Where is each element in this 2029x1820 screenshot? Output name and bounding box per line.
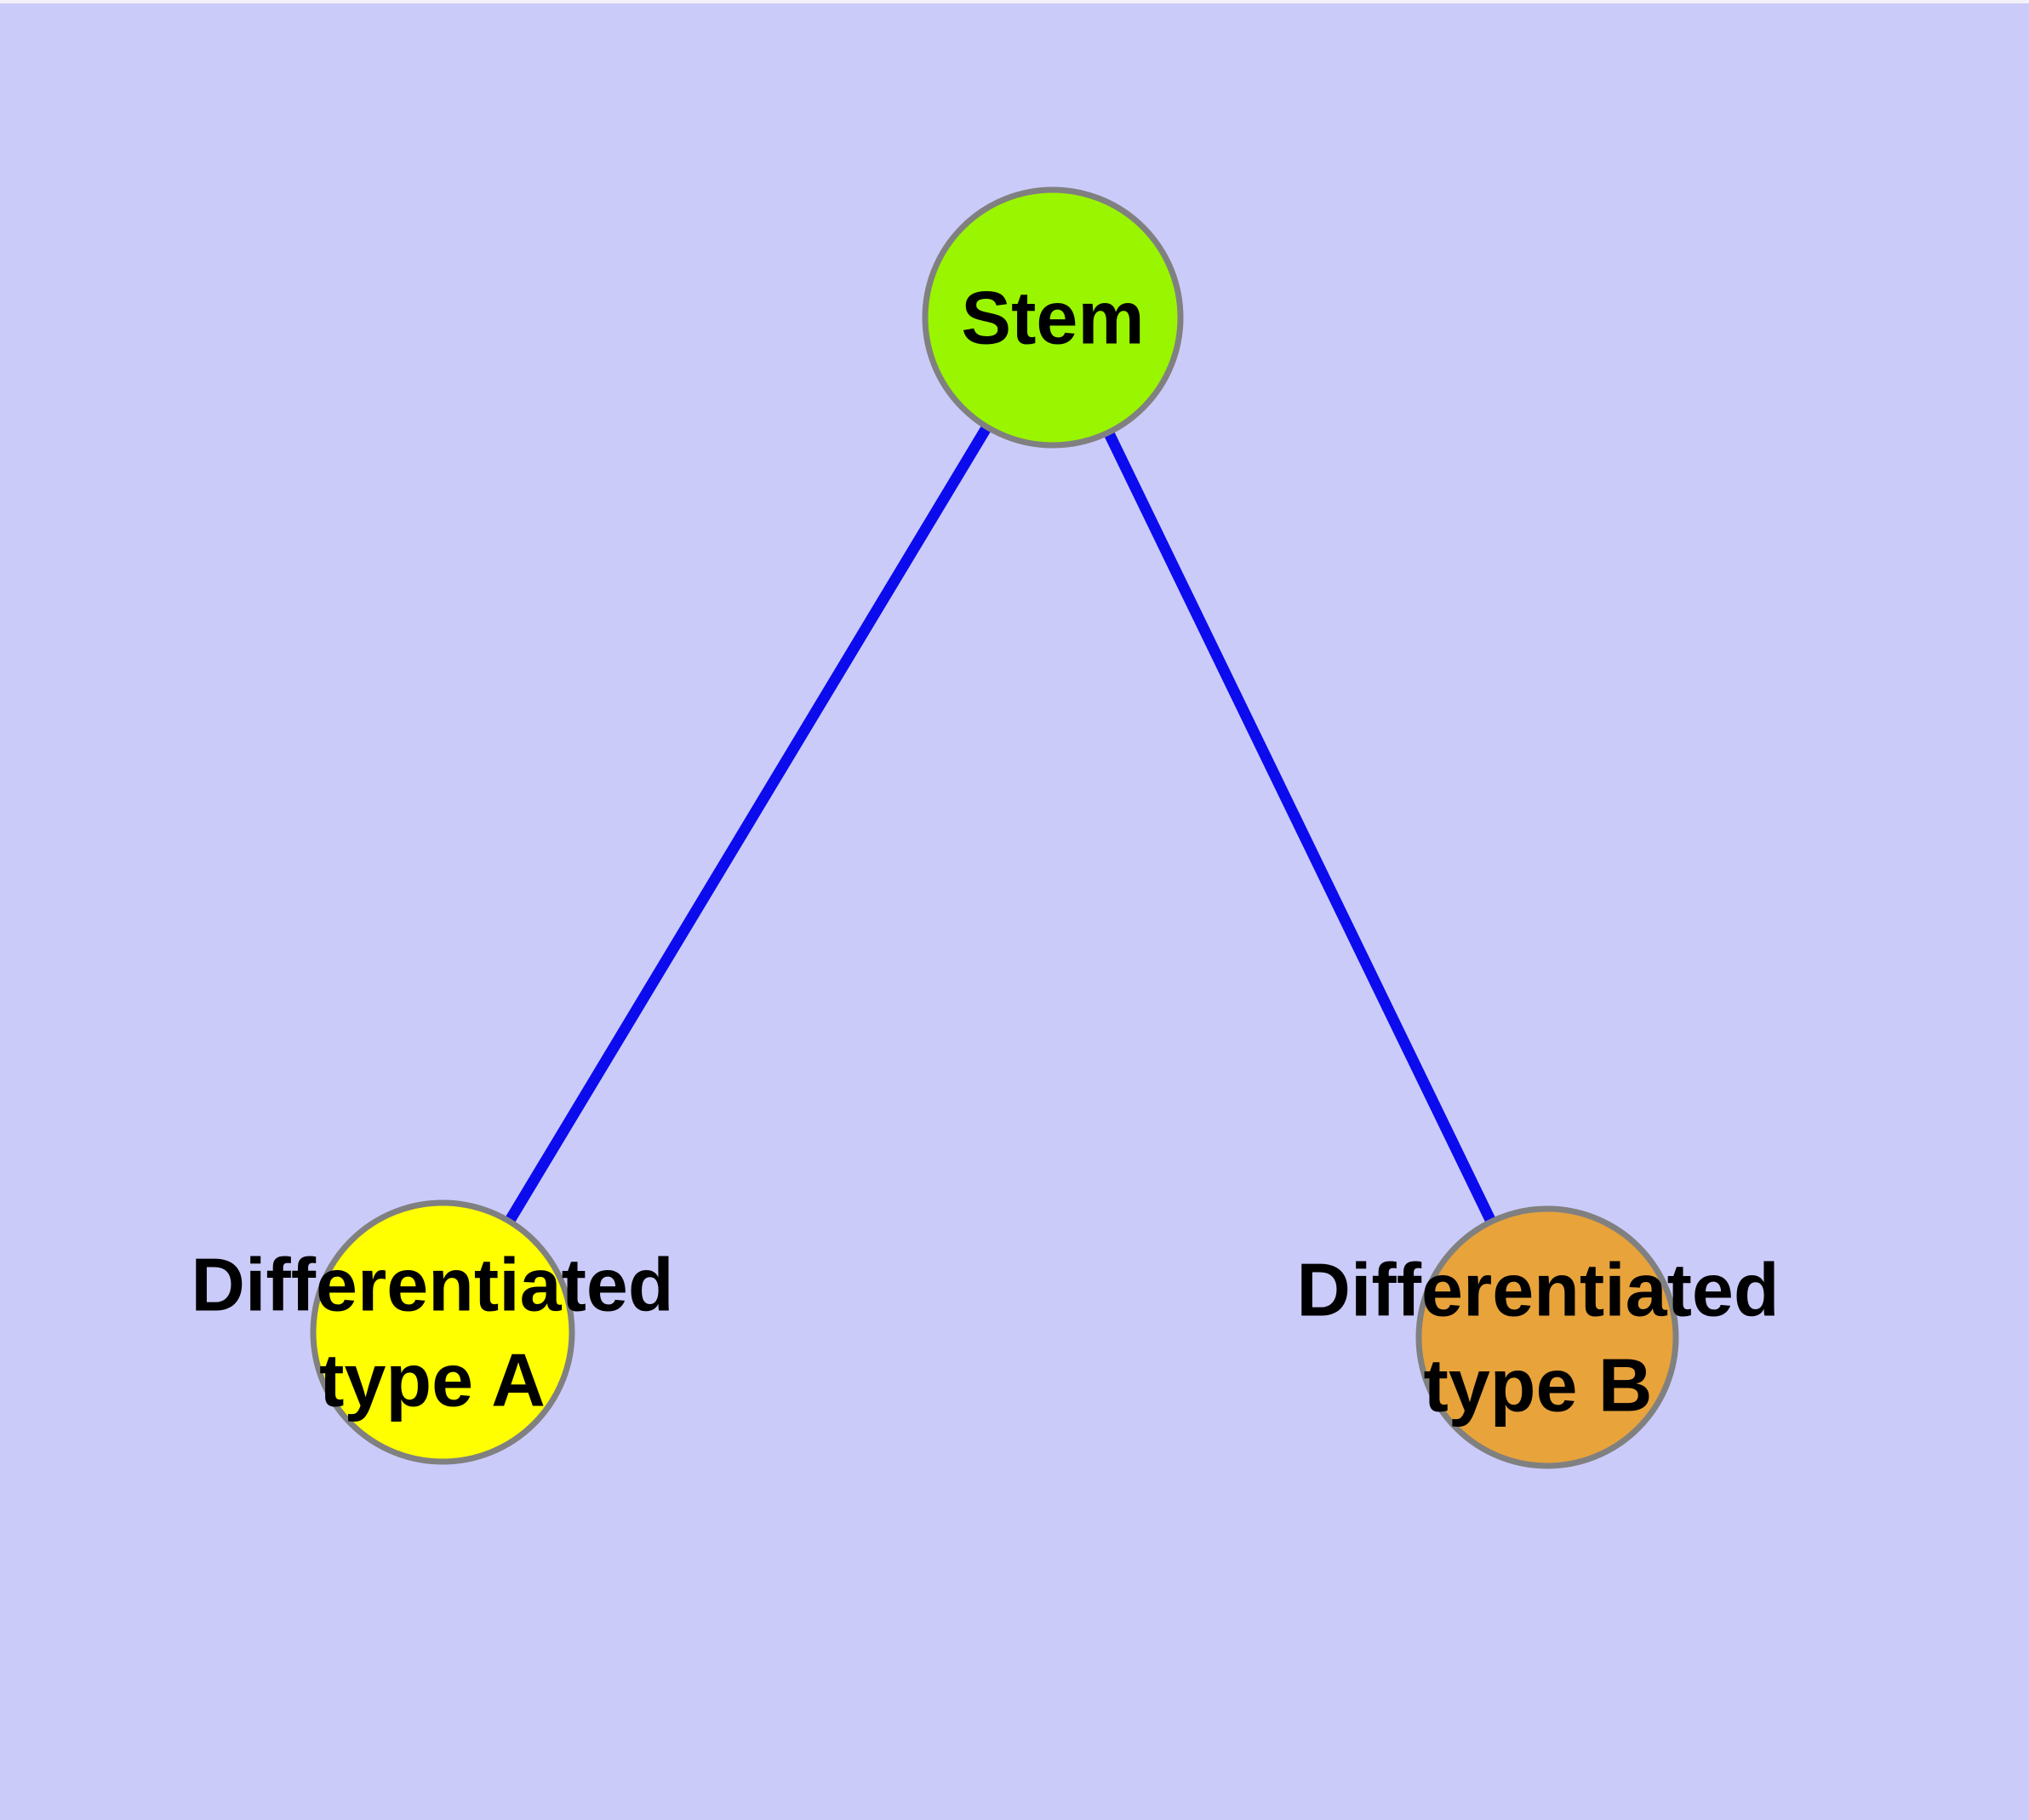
node-type-a-label-line-2: type A [319, 1338, 546, 1422]
edge-stem-to-type-b [1048, 315, 1552, 1340]
node-type-b-label-line-2: type B [1424, 1343, 1653, 1428]
node-type-a-label-line-1: Differentiated [191, 1243, 673, 1327]
node-stem-label: Stem [961, 276, 1144, 360]
edge-stem-to-type-a [437, 314, 1058, 1336]
node-stem-circle[interactable] [922, 186, 1184, 449]
node-type-b-circle[interactable] [1415, 1205, 1679, 1469]
node-differentiated-type-b[interactable]: Differentiated type B [1296, 1205, 1780, 1469]
node-differentiated-type-a[interactable]: Differentiated type A [191, 1199, 674, 1465]
node-type-b-label-line-1: Differentiated [1296, 1248, 1779, 1332]
node-stem[interactable]: Stem [922, 186, 1184, 449]
node-type-a-circle[interactable] [310, 1199, 575, 1465]
window-top-edge [0, 0, 2029, 3]
